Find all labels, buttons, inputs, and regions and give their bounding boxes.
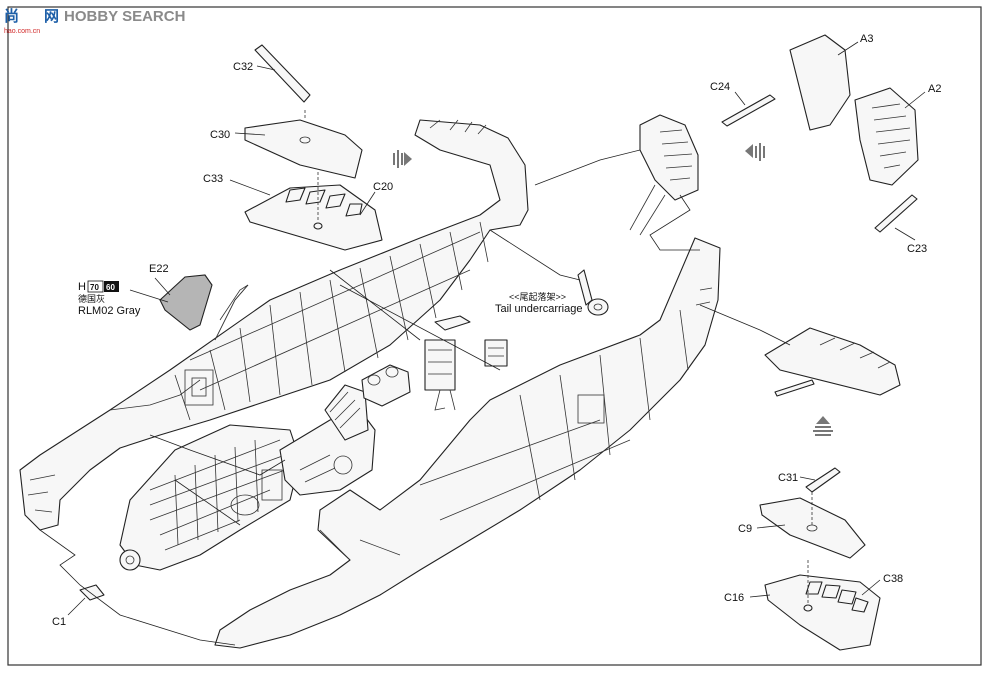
label-c30: C30 <box>210 129 230 141</box>
paint-name-cn: 德国灰 <box>78 293 105 304</box>
label-c16: C16 <box>724 592 744 604</box>
callout-leaders <box>67 41 926 616</box>
c33-pin <box>313 222 323 230</box>
part-c23 <box>874 194 918 233</box>
label-c23: C23 <box>907 243 927 255</box>
radio-rack <box>424 315 508 411</box>
label-c24: C24 <box>710 81 730 93</box>
label-c38: C38 <box>883 573 903 585</box>
paint-note: H 70 60 德国灰 RLM02 Gray <box>78 280 141 317</box>
part-c38-radiator <box>764 574 881 651</box>
part-a2 <box>854 87 919 186</box>
part-c33-radiator <box>244 184 383 251</box>
paint-code-box-2 <box>104 281 119 292</box>
radiator-grille-c20 <box>285 187 363 217</box>
assembly-guide-lines <box>39 149 791 646</box>
canopy-part-e22 <box>159 274 213 331</box>
label-c9: C9 <box>738 523 752 535</box>
part-c9 <box>759 497 866 559</box>
tail-note-cn: <<尾起落架>> <box>509 291 566 302</box>
part-c31 <box>805 467 841 493</box>
label-c20: C20 <box>373 181 393 193</box>
paint-name-en: RLM02 Gray <box>78 305 141 317</box>
left-tailplane-radiator <box>629 114 699 236</box>
c30-guide <box>304 110 319 222</box>
part-c32 <box>254 44 311 103</box>
right-fuselage-half <box>214 237 721 649</box>
part-a3 <box>789 34 851 131</box>
tail-wheel <box>577 269 609 316</box>
part-c24 <box>721 94 776 127</box>
label-e22: E22 <box>149 263 169 275</box>
watermark-brand: HOBBY SEARCH <box>64 8 185 25</box>
watermark-logo: 尚 网 HOBBY SEARCH hao.com.cn <box>4 7 185 35</box>
canopy-guide <box>214 284 249 341</box>
watermark-logo-net: 网 <box>44 8 59 25</box>
label-a3: A3 <box>860 33 873 45</box>
paint-code-box-1 <box>87 280 104 293</box>
label-c31: C31 <box>778 472 798 484</box>
direction-arrow-left <box>393 150 412 168</box>
left-fuselage-half <box>19 119 529 531</box>
cylinder-pack <box>361 364 411 407</box>
direction-arrow-right <box>745 143 765 161</box>
watermark-logo-cn: 尚 <box>4 7 19 25</box>
paint-prefix: H <box>78 281 86 293</box>
c16-pin <box>803 604 813 612</box>
label-c1: C1 <box>52 616 66 628</box>
direction-arrow-up <box>813 416 833 436</box>
callout-labels: C32 C30 C33 C20 E22 C24 A3 A2 C23 C31 C9… <box>52 33 941 628</box>
part-c1 <box>79 584 105 601</box>
right-tailplane <box>764 327 901 397</box>
label-c32: C32 <box>233 61 253 73</box>
label-c33: C33 <box>203 173 223 185</box>
paint-code-2: 60 <box>106 283 115 292</box>
paint-code-1: 70 <box>90 283 99 292</box>
c9-guide <box>807 492 813 605</box>
watermark-site: hao.com.cn <box>4 28 40 35</box>
tail-undercarriage-note: <<尾起落架>> Tail undercarriage <box>495 291 582 315</box>
page-frame <box>7 6 982 666</box>
engine-assembly <box>119 424 301 571</box>
part-c30 <box>244 119 363 179</box>
tail-note-en: Tail undercarriage <box>495 303 582 315</box>
cockpit-tub <box>279 384 376 496</box>
label-a2: A2 <box>928 83 941 95</box>
c30-pin <box>299 136 311 144</box>
